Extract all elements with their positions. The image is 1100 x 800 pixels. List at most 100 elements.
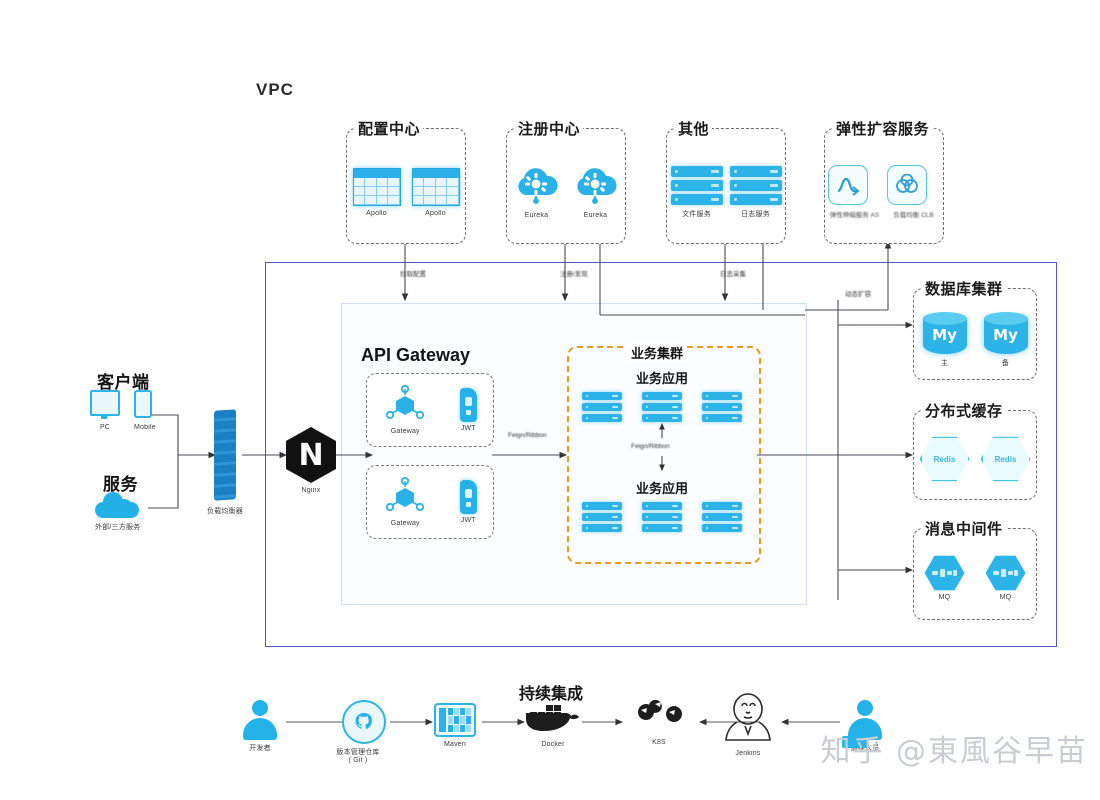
- client-group: 客户端: [97, 368, 150, 393]
- api-gateway-node-2[interactable]: Gateway JWT: [366, 465, 494, 539]
- node-mysql-backup[interactable]: My 备: [983, 312, 1028, 368]
- autoscale-icon: [827, 165, 868, 205]
- group-config-center-title: 配置中心: [355, 118, 424, 139]
- docker-icon: [526, 705, 579, 731]
- node-label: MQ: [938, 594, 951, 601]
- git-icon: [341, 700, 386, 744]
- mysql-glyph: My: [932, 326, 957, 344]
- mysql-icon: My: [983, 312, 1028, 358]
- node-log-service[interactable]: 日志服务: [729, 165, 782, 219]
- node-label: JWT: [460, 425, 476, 432]
- group-elastic-scaling: 弹性扩容服务 弹性伸缩服务 AS 负载均衡 CLB: [824, 118, 944, 244]
- redis-icon: Redis: [919, 436, 970, 482]
- group-other-services-title: 其他: [675, 118, 713, 139]
- eureka-cloud-icon: [576, 168, 617, 204]
- node-pc[interactable]: PC: [90, 390, 120, 431]
- server-stack-icon[interactable]: [642, 502, 682, 532]
- node-nginx[interactable]: N Nginx: [286, 427, 336, 494]
- server-stack-icon[interactable]: [582, 392, 622, 422]
- vpc-label: VPC: [256, 80, 294, 99]
- node-autoscale[interactable]: 弹性伸缩服务 AS: [827, 165, 882, 219]
- node-gateway[interactable]: Gateway: [383, 384, 427, 435]
- pipeline-title: 持续集成: [519, 686, 584, 703]
- pipeline-step-k8s[interactable]: K8S: [628, 698, 690, 746]
- api-gateway-title: API Gateway: [361, 345, 471, 365]
- group-registry-center: 注册中心 Eureka: [506, 118, 626, 244]
- node-apollo-2[interactable]: Apollo: [411, 167, 460, 217]
- node-mysql-master[interactable]: My 主: [922, 312, 967, 368]
- business-app-title: 业务应用: [635, 371, 688, 386]
- node-label: 版本管理仓库 ( Git ): [336, 749, 380, 764]
- node-label: 负载均衡 CLB: [893, 212, 934, 219]
- server-stack-icon[interactable]: [702, 392, 742, 422]
- node-load-balancer[interactable]: 负载均衡器: [207, 409, 252, 516]
- pipeline-step-maven[interactable]: Maven: [434, 703, 476, 748]
- redis-icon: Redis: [980, 436, 1031, 482]
- node-label: 主: [940, 360, 949, 367]
- developer-icon: [243, 700, 277, 740]
- business-app-group-1: 业务应用: [572, 368, 752, 450]
- service-group: 服务: [103, 470, 138, 495]
- gateway-icon: [386, 384, 425, 420]
- gateway-icon: [386, 476, 425, 512]
- nginx-glyph: N: [298, 437, 324, 473]
- node-label: MQ: [999, 594, 1012, 601]
- edge-label-config-pull: 拉取配置: [400, 271, 426, 278]
- client-title: 客户端: [97, 373, 150, 392]
- node-label: 运维人员: [850, 745, 880, 752]
- apollo-table-icon: [411, 167, 460, 206]
- node-redis-2[interactable]: Redis: [980, 436, 1031, 482]
- business-app-title: 业务应用: [635, 481, 688, 496]
- eureka-cloud-icon: [517, 168, 558, 204]
- api-gateway-node-1[interactable]: Gateway JWT: [366, 373, 494, 447]
- pipeline-step-developer[interactable]: 开发者: [243, 700, 277, 753]
- cloud-icon: [95, 492, 139, 518]
- node-gateway[interactable]: Gateway: [383, 476, 427, 527]
- group-database-cluster: 数据库集群 My 主 My 备: [913, 278, 1037, 380]
- server-stack-icon[interactable]: [702, 502, 742, 532]
- node-eureka-1[interactable]: Eureka: [514, 165, 560, 219]
- phone-icon: [134, 390, 152, 418]
- group-registry-center-title: 注册中心: [515, 118, 584, 139]
- business-app-group-2: 业务应用: [572, 478, 752, 560]
- edge-label-other-access: 日志采集: [720, 271, 746, 278]
- node-jwt[interactable]: JWT: [459, 480, 477, 524]
- node-third-party-service[interactable]: 外部/三方服务: [95, 492, 140, 532]
- maven-icon: [434, 703, 476, 737]
- node-apollo-1[interactable]: Apollo: [352, 167, 401, 217]
- node-mq-1[interactable]: MQ: [924, 555, 965, 601]
- node-label: Apollo: [366, 209, 387, 217]
- group-database-cluster-title: 数据库集群: [922, 278, 1006, 299]
- node-loadbalance-clb[interactable]: 负载均衡 CLB: [886, 165, 941, 219]
- server-stack-icon[interactable]: [582, 502, 622, 532]
- node-redis-1[interactable]: Redis: [919, 436, 970, 482]
- pipeline-step-ops[interactable]: 运维人员: [848, 700, 882, 753]
- monitor-icon: [90, 390, 120, 419]
- node-file-service[interactable]: 文件服务: [670, 165, 723, 219]
- group-distributed-cache-title: 分布式缓存: [922, 400, 1006, 421]
- edge-label-feign-ribbon: Feign/Ribbon: [631, 443, 670, 450]
- client-devices: PC Mobile: [90, 390, 156, 431]
- kubernetes-icon: [638, 699, 682, 723]
- node-label: Jenkins: [735, 750, 761, 757]
- watermark-badge: [842, 736, 868, 748]
- pipeline-step-docker[interactable]: Docker: [524, 700, 582, 748]
- mysql-icon: My: [922, 312, 967, 358]
- edge-label-gateway-cluster: Feign/Ribbon: [508, 432, 547, 439]
- node-jwt[interactable]: JWT: [459, 388, 477, 432]
- node-mobile[interactable]: Mobile: [134, 390, 156, 431]
- pipeline-step-git[interactable]: 版本管理仓库 ( Git ): [336, 700, 389, 764]
- pipeline-step-jenkins[interactable]: Jenkins: [715, 692, 781, 757]
- node-label: Gateway: [390, 520, 420, 527]
- node-mq-2[interactable]: MQ: [985, 555, 1026, 601]
- business-cluster-title: 业务集群: [627, 343, 688, 362]
- group-distributed-cache: 分布式缓存 Redis Redis: [913, 400, 1037, 500]
- node-eureka-2[interactable]: Eureka: [573, 165, 619, 219]
- node-label: 负载均衡器: [207, 508, 243, 515]
- apollo-table-icon: [352, 167, 401, 206]
- watermark-text: 知乎 @東風谷早苗: [820, 734, 1088, 769]
- service-title: 服务: [103, 475, 138, 494]
- node-label: K8S: [652, 739, 666, 746]
- mysql-glyph: My: [993, 326, 1018, 344]
- server-stack-icon[interactable]: [642, 392, 682, 422]
